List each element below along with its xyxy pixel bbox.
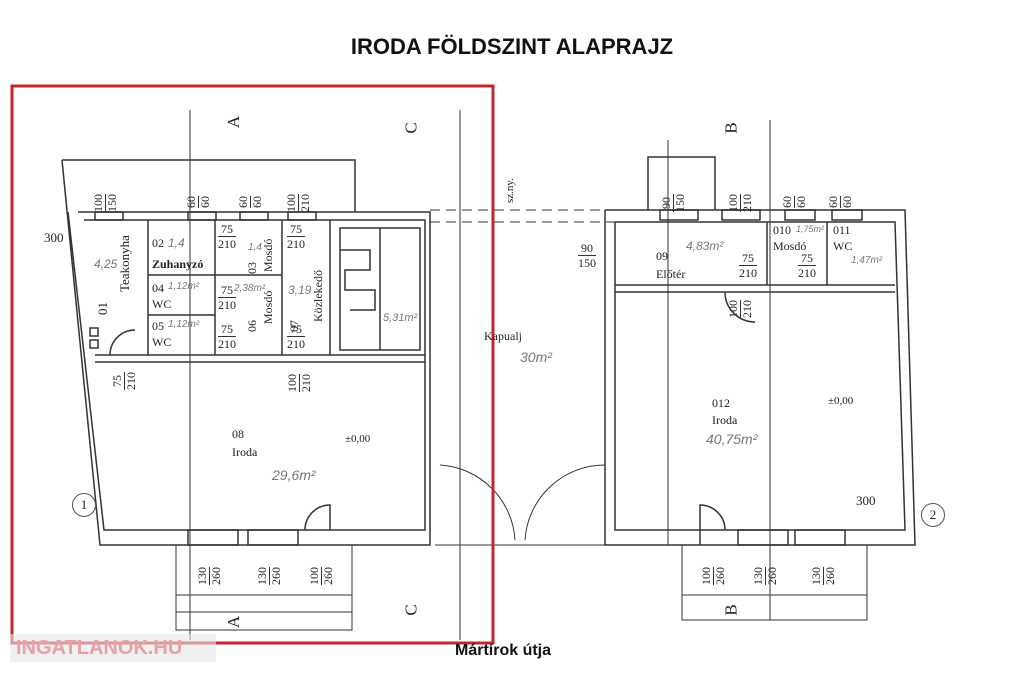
stair-area: 5,31m² — [383, 312, 418, 324]
axis-1-marker: 1 — [72, 493, 96, 517]
section-c-top: C — [401, 122, 421, 134]
page-title: IRODA FÖLDSZINT ALAPRAJZ — [350, 34, 674, 59]
room-012-level: ±0,00 — [828, 395, 854, 407]
wall-dim-300-left: 300 — [44, 230, 64, 245]
room-09-name: Előtér — [656, 267, 686, 281]
room-06-num: 06 — [245, 320, 259, 332]
room-02-name: Zuhanyzó — [152, 257, 204, 271]
gateway-name: Kapualj — [484, 329, 522, 343]
room-01-num: 01 — [95, 302, 110, 315]
section-b-bottom: B — [721, 604, 741, 616]
room-011-num: 011 — [833, 223, 851, 237]
room-012-name: Iroda — [712, 413, 738, 427]
gateway-area: 30m² — [520, 349, 552, 365]
axis-2-marker: 2 — [921, 503, 945, 527]
room-08-num: 08 — [232, 427, 244, 441]
room-011-area: 1,47m² — [851, 255, 883, 266]
section-b-top: B — [721, 122, 741, 134]
room-012-area: 40,75m² — [706, 431, 758, 447]
entrance-steps — [175, 544, 868, 631]
room-08-area: 29,6m² — [272, 467, 316, 483]
room-012-num: 012 — [712, 396, 730, 410]
wall-dim-300-right: 300 — [856, 493, 876, 508]
room-07-name: Közlekedő — [311, 270, 325, 322]
section-c-bottom: C — [401, 604, 421, 616]
left-building-walls — [61, 159, 431, 546]
room-010-num: 010 — [773, 223, 791, 237]
room-04-num: 04 — [152, 281, 164, 295]
room-05-num: 05 — [152, 319, 164, 333]
section-a-top: A — [224, 115, 244, 129]
room-09-num: 09 — [656, 249, 668, 263]
room-02-num: 02 — [152, 236, 164, 250]
room-05-area: 1,12m² — [168, 319, 200, 330]
room-01-name: Teakonyha — [117, 235, 132, 292]
room-01-area: 4,25 — [94, 257, 118, 271]
room-010-area: 1,75m² — [796, 224, 825, 234]
section-lines — [189, 110, 771, 640]
room-06-name: Mosdó — [261, 290, 275, 324]
room-011-name: WC — [833, 239, 853, 253]
room-08-name: Iroda — [232, 445, 258, 459]
watermark-logo: INGATLANOK.HU — [10, 634, 216, 662]
highlight-box — [10, 84, 495, 645]
room-04-name: WC — [152, 297, 172, 311]
right-building-walls — [604, 156, 916, 546]
street-name: Mártírok útja — [455, 642, 552, 659]
sz-ny-label: sz.ny. — [504, 178, 516, 203]
room-04-area: 1,12m² — [168, 281, 200, 292]
room-09-area: 4,83m² — [686, 239, 724, 253]
room-07-area: 3,19 — [288, 283, 312, 297]
room-05-name: WC — [152, 335, 172, 349]
room-08-level: ±0,00 — [345, 433, 371, 445]
room-03-num: 03 — [245, 262, 259, 274]
room-03-name: Mosdó — [261, 238, 275, 272]
room-06-area: 2,38m² — [234, 283, 266, 294]
room-010-name: Mosdó — [773, 239, 807, 253]
room-03-area: 1,4 — [248, 242, 262, 253]
section-a-bottom: A — [224, 615, 244, 629]
room-02-area: 1,4 — [168, 236, 185, 250]
